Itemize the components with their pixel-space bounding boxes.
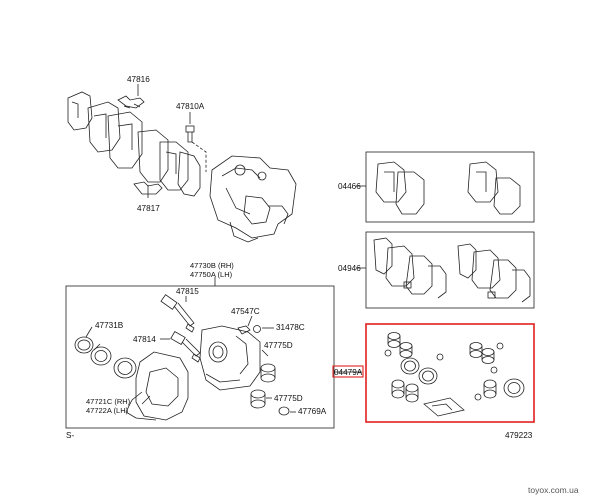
label-47775D-top[interactable]: 47775D	[264, 341, 293, 350]
label-47769A[interactable]: 47769A	[298, 407, 327, 416]
watermark: toyox.com.ua	[528, 485, 579, 495]
label-47731B[interactable]: 47731B	[95, 321, 124, 330]
label-47750A[interactable]: 47750A (LH)	[190, 270, 233, 279]
label-47817[interactable]: 47817	[137, 204, 160, 213]
diagram-number: 479223	[505, 431, 533, 440]
label-47810A[interactable]: 47810A	[176, 102, 205, 111]
pad-set-illustration	[67, 84, 201, 198]
pad-kit-04946-frame	[365, 231, 535, 309]
label-04946[interactable]: 04946	[338, 264, 361, 273]
label-47775D-bottom[interactable]: 47775D	[274, 394, 303, 403]
label-04479A[interactable]: 04479A	[334, 368, 363, 377]
label-47721C[interactable]: 47721C (RH)	[86, 397, 131, 406]
label-04466[interactable]: 04466	[338, 182, 361, 191]
label-47730B[interactable]: 47730B (RH)	[190, 261, 234, 270]
kit-04479A-label-box[interactable]	[332, 365, 364, 378]
caliper-assembly-frame	[65, 285, 335, 429]
label-47815[interactable]: 47815	[176, 287, 199, 296]
label-47722A[interactable]: 47722A (LH)	[86, 406, 129, 415]
footer-left-mark: S-	[66, 431, 74, 440]
pad-kit-04466-illustration	[375, 161, 521, 215]
kit-04479A-frame[interactable]	[365, 323, 535, 423]
caliper-assembly-illustration	[74, 294, 296, 421]
kit-04479A-illustration	[384, 332, 525, 417]
pad-kit-04466-frame	[365, 151, 535, 223]
label-47547C[interactable]: 47547C	[231, 307, 260, 316]
label-31478C[interactable]: 31478C	[276, 323, 305, 332]
label-47816[interactable]: 47816	[127, 75, 150, 84]
pad-kit-04946-illustration	[373, 237, 531, 303]
caliper-carrier-illustration	[209, 155, 297, 243]
label-47814[interactable]: 47814	[133, 335, 156, 344]
